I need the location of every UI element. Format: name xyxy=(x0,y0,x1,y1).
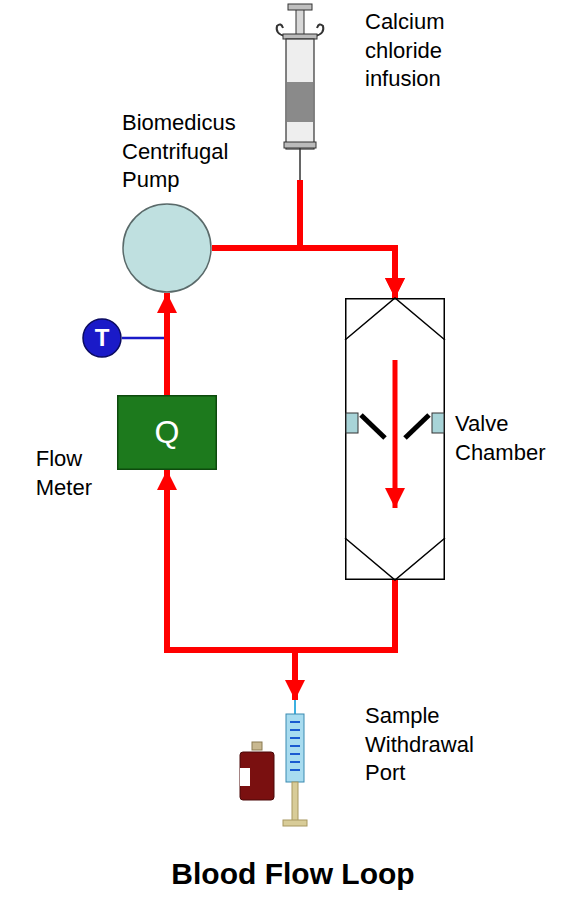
valve-leaflet xyxy=(405,415,429,438)
meter-box xyxy=(118,396,217,470)
valve-leaflet xyxy=(361,415,385,438)
sample-port: Sample Withdrawal Port xyxy=(280,700,310,828)
chamber-outlet xyxy=(345,538,445,580)
part-label: Sample Withdrawal Port xyxy=(365,702,474,788)
sample-vial xyxy=(240,752,274,800)
part-label: Calcium chloride infusion xyxy=(365,8,444,94)
valve-seat xyxy=(346,413,358,433)
symbol-letter: Q xyxy=(155,412,180,454)
diagram-title: Blood Flow Loop xyxy=(0,856,586,892)
plunger-rod xyxy=(292,782,298,822)
centrifugal-pump: Biomedicus Centrifugal Pump xyxy=(122,203,212,293)
chamber-inlet xyxy=(345,298,445,340)
text-holder: Calcium chloride infusion xyxy=(365,8,444,94)
valve-seat xyxy=(432,413,444,433)
text-holder: Valve Chamber xyxy=(455,410,545,467)
scale-tick xyxy=(290,761,300,763)
scale-tick xyxy=(290,721,300,723)
pump-circle xyxy=(123,204,211,292)
vial-label xyxy=(240,768,250,786)
flow-meter-box: QFlow Meter xyxy=(117,395,217,470)
syringe-barrel xyxy=(286,39,314,149)
port-barrel xyxy=(286,714,304,782)
text-holder: Q xyxy=(117,395,217,470)
flow-line xyxy=(164,293,170,395)
sample-port-art xyxy=(280,700,310,828)
barrel-hub xyxy=(284,142,316,148)
centrifugal-pump-art xyxy=(122,203,212,293)
text-holder: T xyxy=(82,318,122,358)
syringe-fluid xyxy=(287,82,313,122)
infusion-syringe-art xyxy=(280,2,320,180)
port-needle xyxy=(294,700,296,714)
scale-tick xyxy=(290,737,300,739)
syringe-needle xyxy=(299,148,301,180)
plunger-flange xyxy=(283,820,307,826)
flow-line xyxy=(300,180,395,298)
scale-tick xyxy=(290,753,300,755)
scale-tick xyxy=(290,745,300,747)
flow-line xyxy=(212,248,395,298)
text-holder: Biomedicus Centrifugal Pump xyxy=(122,109,236,195)
flow-line xyxy=(295,580,395,700)
valve-chamber: Valve Chamber xyxy=(345,298,445,580)
symbol-letter: T xyxy=(95,322,110,353)
text-holder: Flow Meter xyxy=(36,445,92,502)
barrel-flange xyxy=(283,34,317,39)
chamber-outline xyxy=(346,299,445,580)
plunger-cap xyxy=(288,4,312,10)
vial-cap xyxy=(252,742,262,750)
scale-tick xyxy=(290,729,300,731)
flow-arrow xyxy=(393,360,398,508)
part-label: Flow Meter xyxy=(36,445,92,502)
text-holder: Sample Withdrawal Port xyxy=(365,702,474,788)
part-label: Valve Chamber xyxy=(455,410,545,467)
scale-tick xyxy=(290,769,300,771)
infusion-syringe: Calcium chloride infusion xyxy=(280,2,320,180)
probe-circle xyxy=(83,319,121,357)
sensor-wire xyxy=(122,337,165,340)
temperature-probe: T xyxy=(82,318,122,358)
part-label: Biomedicus Centrifugal Pump xyxy=(122,109,236,195)
valve-chamber-art xyxy=(345,298,445,580)
